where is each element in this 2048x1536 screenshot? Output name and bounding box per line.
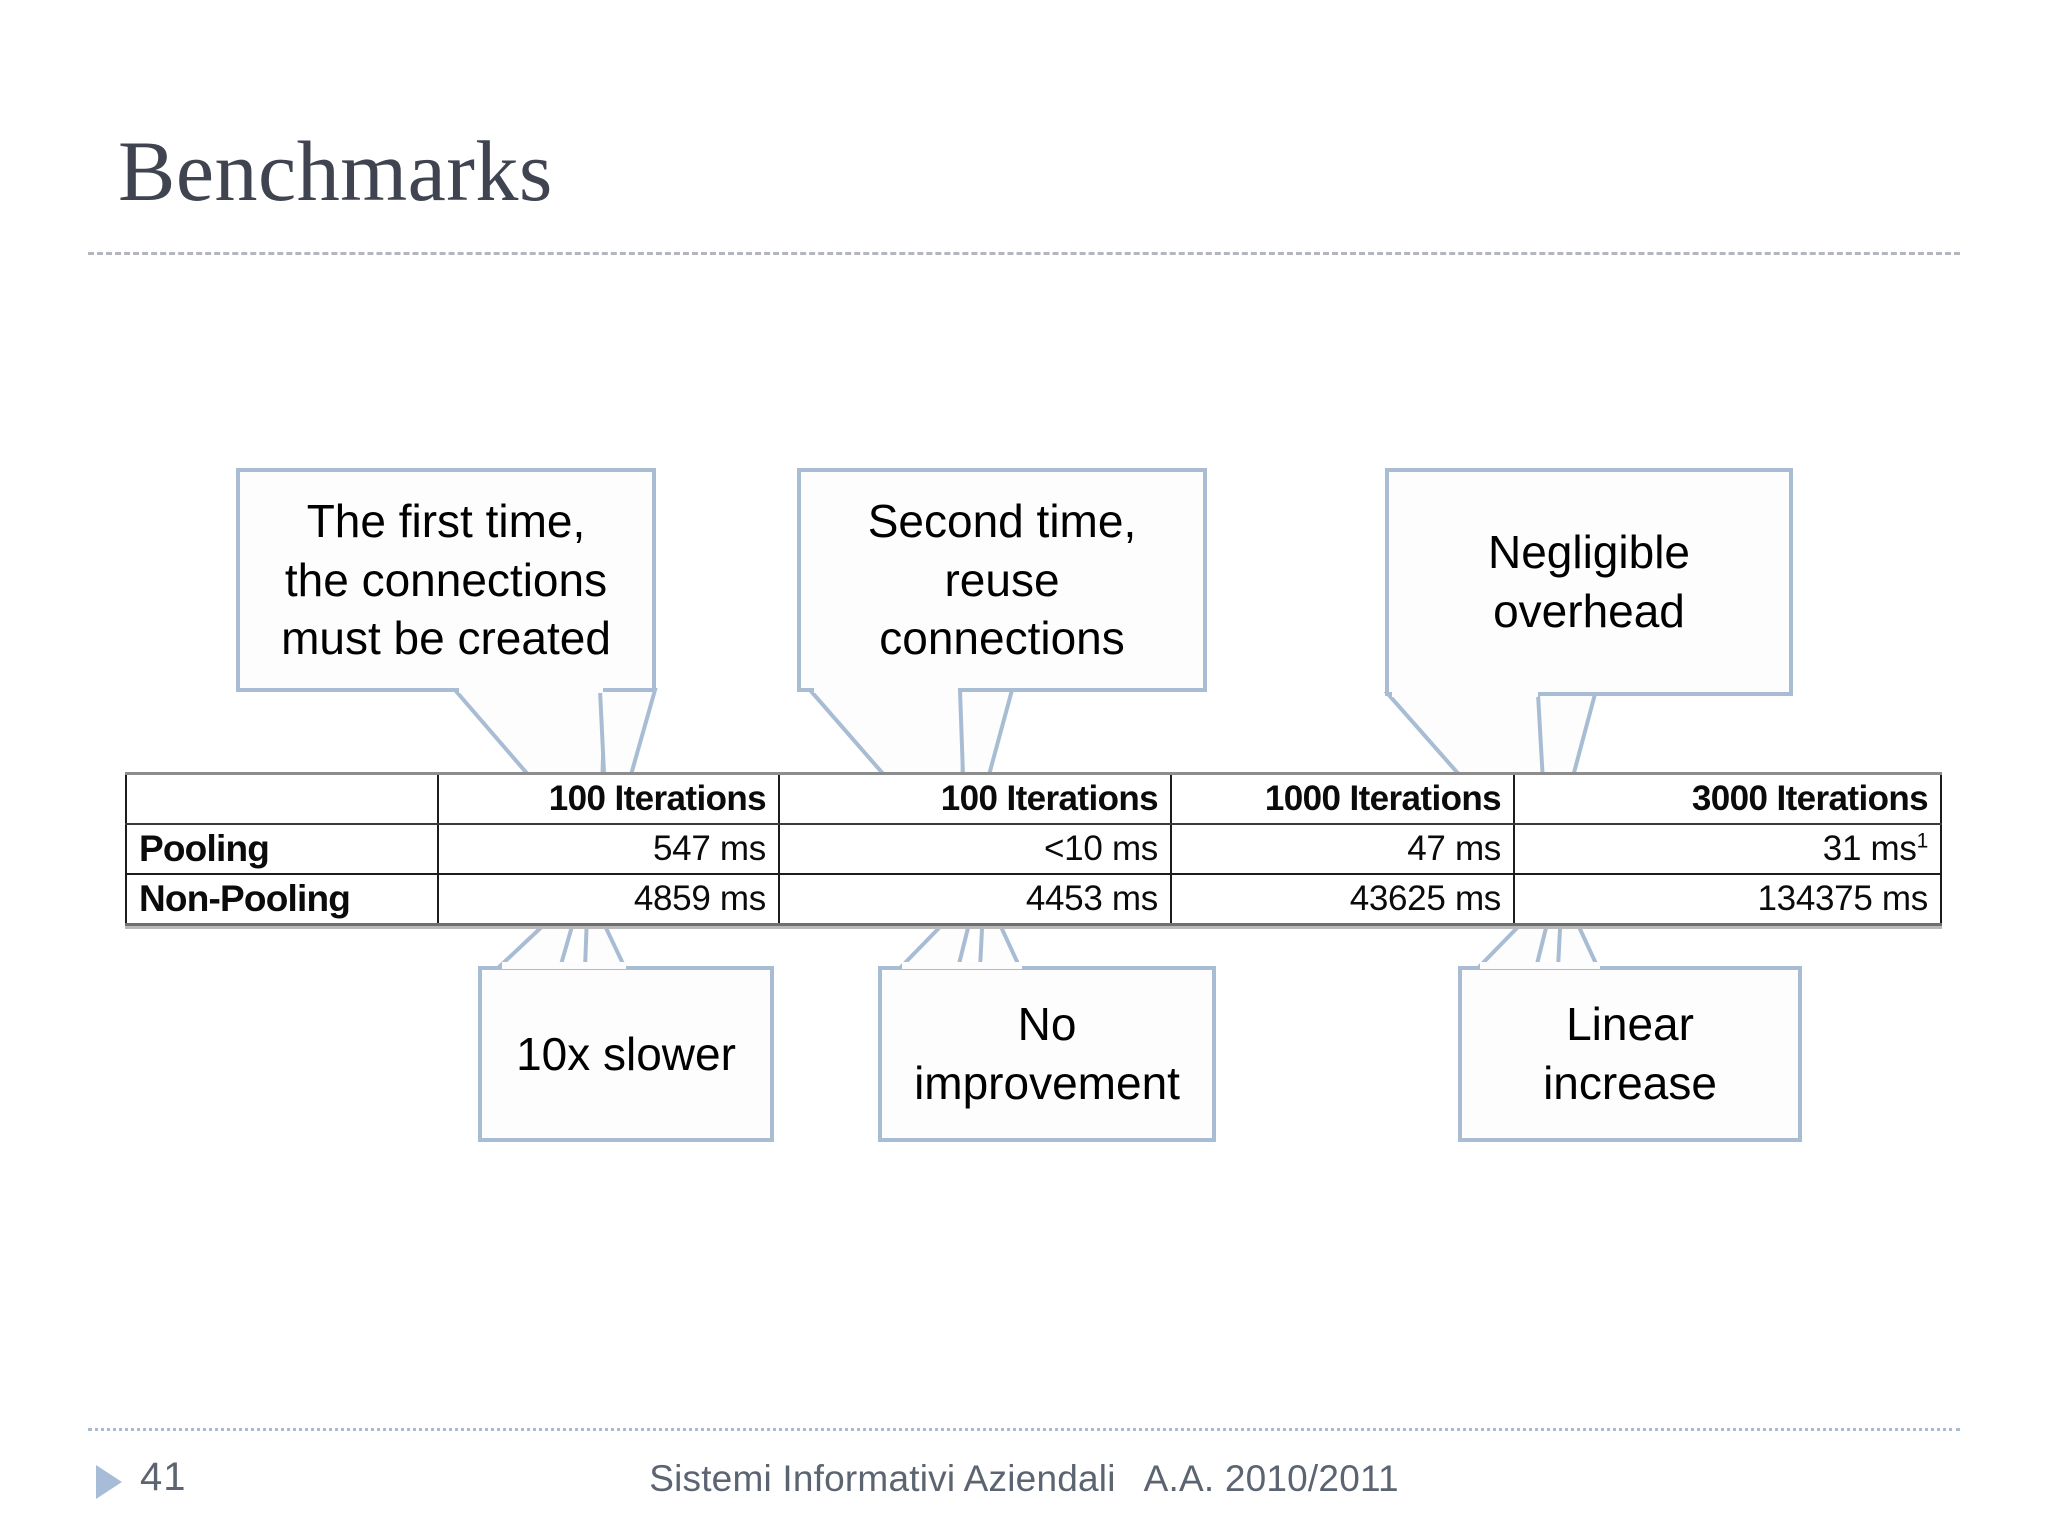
callout-ten-x-slower[interactable]: 10x slower bbox=[478, 966, 774, 1142]
callout-ten-x-text: 10x slower bbox=[516, 1027, 736, 1080]
cell-pooling-1000: 47 ms bbox=[1170, 823, 1515, 875]
notch-5 bbox=[902, 962, 1022, 969]
footer-course: Sistemi Informativi Aziendali bbox=[649, 1458, 1116, 1499]
footnote-marker: 1 bbox=[1916, 829, 1929, 853]
cell-pooling-3000-value: 31 ms bbox=[1822, 829, 1917, 868]
notch-2 bbox=[814, 686, 958, 693]
callout-negligible-overhead[interactable]: Negligible overhead bbox=[1385, 468, 1793, 696]
footer-academic-year: A.A. 2010/2011 bbox=[1143, 1458, 1399, 1499]
table-row: Non-Pooling 4859 ms 4453 ms 43625 ms 134… bbox=[125, 873, 1942, 926]
table-header-row: 100 Iterations 100 Iterations 1000 Itera… bbox=[125, 772, 1942, 825]
title-divider bbox=[88, 252, 1960, 255]
callout-second-time[interactable]: Second time, reuse connections bbox=[797, 468, 1207, 692]
table-col-header-3: 1000 Iterations bbox=[1170, 772, 1515, 825]
notch-6 bbox=[1480, 962, 1600, 969]
table-col-header-1: 100 Iterations bbox=[437, 772, 780, 825]
row-label-pooling: Pooling bbox=[125, 823, 439, 875]
callout-linear-increase[interactable]: Linear increase bbox=[1458, 966, 1802, 1142]
table-row: Pooling 547 ms <10 ms 47 ms 31 ms1 bbox=[125, 823, 1942, 875]
callout-no-improvement[interactable]: No improvement bbox=[878, 966, 1216, 1142]
cell-pooling-100b: <10 ms bbox=[778, 823, 1172, 875]
callout-linear-increase-text: Linear increase bbox=[1543, 998, 1717, 1109]
cell-nonpooling-1000: 43625 ms bbox=[1170, 873, 1515, 926]
benchmark-table: 100 Iterations 100 Iterations 1000 Itera… bbox=[125, 772, 1942, 926]
callout-no-improvement-text: No improvement bbox=[914, 998, 1180, 1109]
callout-first-time[interactable]: The first time, the connections must be … bbox=[236, 468, 656, 692]
callout-first-time-text: The first time, the connections must be … bbox=[281, 494, 611, 665]
callout-second-time-text: Second time, reuse connections bbox=[867, 494, 1137, 665]
cell-pooling-3000: 31 ms1 bbox=[1513, 823, 1942, 875]
page-title: Benchmarks bbox=[118, 123, 553, 219]
table-corner-cell bbox=[125, 772, 439, 825]
callout-negligible-text: Negligible overhead bbox=[1487, 526, 1690, 637]
footer-divider bbox=[88, 1428, 1960, 1431]
notch-1 bbox=[459, 686, 603, 693]
table-col-header-4: 3000 Iterations bbox=[1513, 772, 1942, 825]
row-label-non-pooling: Non-Pooling bbox=[125, 873, 439, 926]
notch-4 bbox=[502, 962, 626, 969]
triangle-right-icon bbox=[96, 1465, 122, 1499]
footer-text: Sistemi Informativi Aziendali A.A. 2010/2… bbox=[0, 1458, 2048, 1500]
cell-nonpooling-100a: 4859 ms bbox=[437, 873, 780, 926]
notch-3 bbox=[1392, 690, 1538, 697]
cell-pooling-100a: 547 ms bbox=[437, 823, 780, 875]
table-col-header-2: 100 Iterations bbox=[778, 772, 1172, 825]
cell-nonpooling-100b: 4453 ms bbox=[778, 873, 1172, 926]
cell-nonpooling-3000: 134375 ms bbox=[1513, 873, 1942, 926]
page-number: 41 bbox=[140, 1455, 187, 1499]
